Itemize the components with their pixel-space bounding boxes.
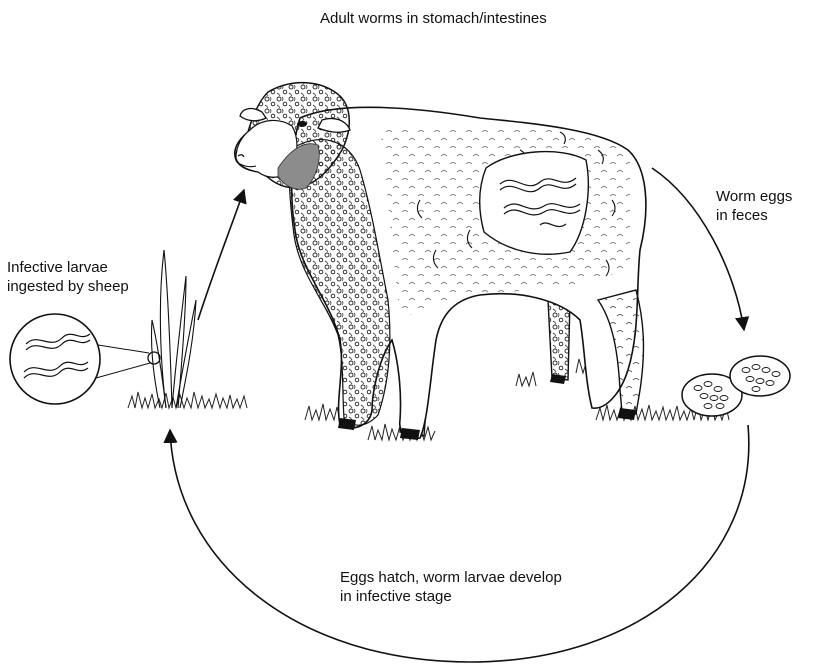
sheep-eye [297, 121, 307, 127]
label-eggs-hatch-line1: Eggs hatch, worm larvae develop [340, 568, 562, 587]
label-eggs-hatch-line2: in infective stage [340, 587, 562, 606]
arrow-hatch-cycle [170, 425, 749, 662]
egg-clusters [682, 356, 790, 416]
sheep-hoof-back [618, 408, 636, 420]
grass-plant [151, 250, 196, 408]
label-infective-larvae-line2: ingested by sheep [7, 277, 129, 296]
label-infective-larvae: Infective larvae ingested by sheep [7, 258, 129, 296]
magnified-larvae-circle [10, 314, 160, 404]
label-adult-worms-text: Adult worms in stomach/intestines [320, 9, 547, 28]
magnifier-line-bottom [96, 363, 150, 378]
stomach-cutaway [480, 152, 589, 255]
sheep-illustration [235, 83, 646, 440]
magnifier-lens [10, 314, 100, 404]
sheep-hoof-front [338, 418, 356, 430]
sheep-hoof-front2 [400, 428, 420, 440]
magnifier-line-top [98, 345, 149, 353]
label-worm-eggs-line1: Worm eggs [716, 187, 792, 206]
label-eggs-hatch: Eggs hatch, worm larvae develop in infec… [340, 568, 562, 606]
label-adult-worms: Adult worms in stomach/intestines [320, 9, 547, 28]
label-infective-larvae-line1: Infective larvae [7, 258, 129, 277]
label-worm-eggs: Worm eggs in feces [716, 187, 792, 225]
label-worm-eggs-line2: in feces [716, 206, 792, 225]
arrow-ingested [198, 190, 244, 320]
sheep-far-hind-leg [548, 300, 570, 380]
